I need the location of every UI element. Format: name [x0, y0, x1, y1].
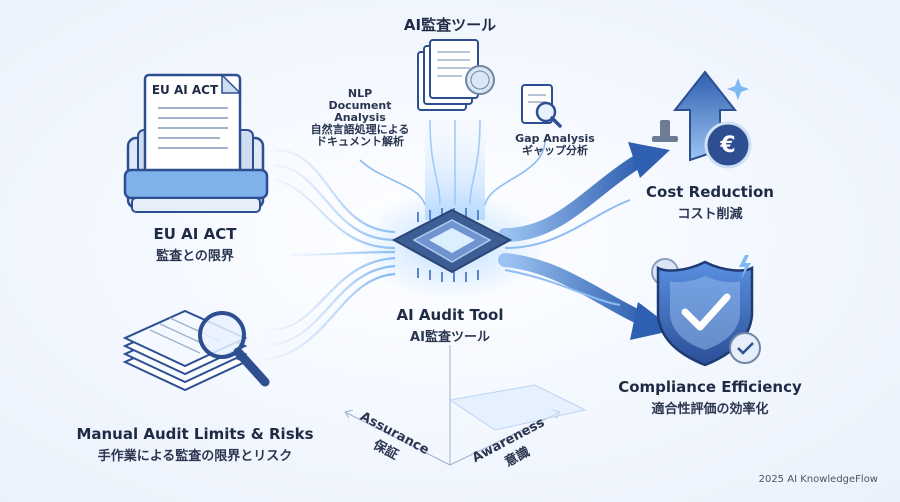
nlp-jp1: 自然言語処理による [310, 123, 410, 136]
perspective-axes [344, 345, 587, 466]
nlp-line2: Document [328, 99, 392, 112]
top-documents-icon [417, 39, 495, 111]
cost-reduction-icon: € [652, 70, 752, 169]
credit-text: 2025 AI KnowledgeFlow [758, 474, 878, 485]
eu-act-title: EU AI ACT [153, 225, 237, 243]
compliance-subtitle: 適合性評価の効率化 [651, 402, 769, 417]
gap-analysis-doc-icon [521, 84, 562, 128]
nlp-label: NLP Document Analysis 自然言語処理による ドキュメント解析 [305, 88, 415, 148]
gap-subtitle: ギャップ分析 [522, 144, 588, 157]
eu-act-subtitle: 監査との限界 [156, 249, 234, 264]
manual-subtitle: 手作業による監査の限界とリスク [97, 449, 293, 464]
nlp-line3: Analysis [334, 111, 386, 124]
manual-audit-papers-icon [122, 309, 270, 392]
center-title: AI Audit Tool [396, 306, 504, 324]
top-title: AI監査ツール [403, 16, 497, 34]
cost-title: Cost Reduction [646, 183, 774, 201]
nlp-line1: NLP [347, 87, 373, 100]
eu-act-doc-label: EU AI ACT [151, 83, 219, 97]
compliance-title: Compliance Efficiency [618, 378, 802, 396]
euro-symbol: € [719, 133, 735, 158]
ai-chip-icon [391, 208, 513, 282]
gap-label: Gap Analysis ギャップ分析 [510, 133, 600, 157]
compliance-shield-icon [651, 255, 761, 367]
manual-title: Manual Audit Limits & Risks [76, 425, 314, 443]
gap-title: Gap Analysis [515, 132, 595, 145]
nlp-jp2: ドキュメント解析 [316, 135, 404, 148]
center-subtitle: AI監査ツール [410, 330, 490, 345]
cost-subtitle: コスト削減 [677, 207, 743, 222]
eu-act-document-stack-icon [123, 73, 269, 213]
